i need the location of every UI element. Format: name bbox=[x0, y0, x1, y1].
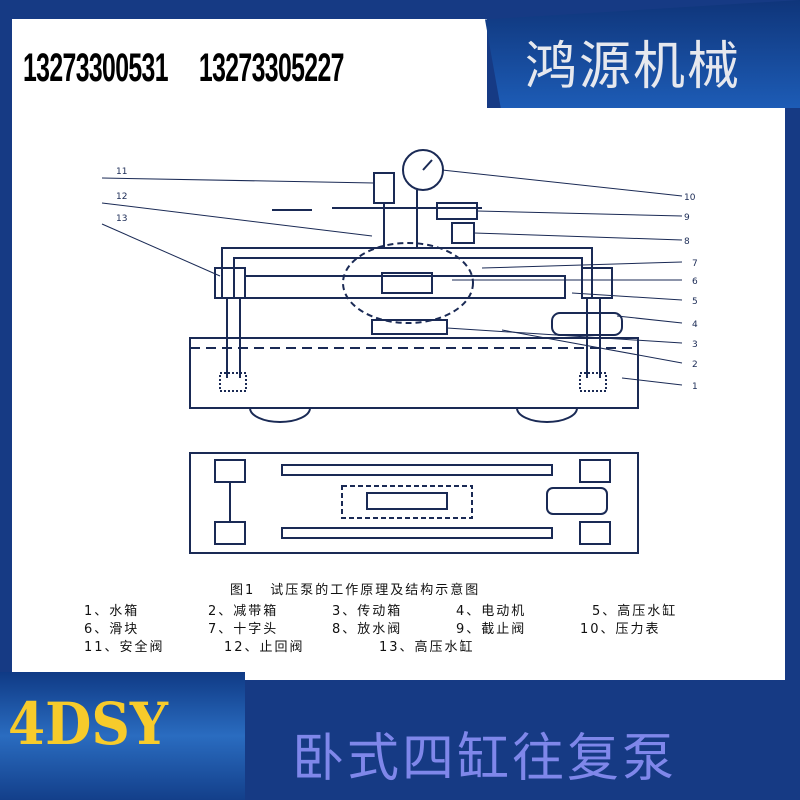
horizontal-cylinders bbox=[244, 275, 566, 299]
callout-12: 12 bbox=[116, 192, 127, 202]
callout-8: 8 bbox=[684, 237, 690, 247]
legend-item: 12、止回阀 bbox=[224, 640, 305, 655]
figure-caption: 图1 试压泵的工作原理及结构示意图 bbox=[230, 583, 481, 598]
callout-4: 4 bbox=[692, 320, 698, 330]
phone-numbers: 13273300531 13273305227 bbox=[23, 46, 375, 91]
phone-panel bbox=[12, 19, 487, 109]
crank-housing bbox=[342, 242, 474, 324]
right-cylinder-head bbox=[581, 267, 613, 299]
right-filter bbox=[579, 372, 607, 392]
callout-5: 5 bbox=[692, 297, 698, 307]
legend-item: 2、减带箱 bbox=[208, 604, 279, 619]
gearbox bbox=[371, 319, 448, 335]
plan-view bbox=[189, 452, 639, 554]
callout-7: 7 bbox=[692, 259, 698, 269]
drain-valve bbox=[451, 222, 475, 244]
model-number: 4DSY bbox=[8, 690, 169, 758]
callout-13: 13 bbox=[116, 214, 127, 224]
callout-9: 9 bbox=[684, 213, 690, 223]
legend-item: 6、滑块 bbox=[84, 622, 140, 637]
model-banner bbox=[0, 672, 245, 800]
legend-row-1: 1、水箱 2、减带箱 3、传动箱 4、电动机 5、高压水缸 bbox=[84, 600, 677, 619]
left-filter bbox=[219, 372, 247, 392]
crosshead bbox=[381, 272, 433, 294]
brand-name: 鸿源机械 bbox=[525, 37, 742, 97]
left-cylinder-head bbox=[214, 267, 246, 299]
legend-item: 1、水箱 bbox=[84, 604, 140, 619]
legend-item: 11、安全阀 bbox=[84, 640, 165, 655]
product-title: 卧式四缸往复泵 bbox=[292, 729, 678, 789]
phone-number-2: 13273305227 bbox=[198, 46, 345, 90]
legend-row-2: 6、滑块 7、十字头 8、放水阀 9、截止阀 10、压力表 bbox=[84, 618, 661, 637]
legend-item: 5、高压水缸 bbox=[592, 604, 678, 619]
legend-item: 9、截止阀 bbox=[456, 622, 527, 637]
callout-2: 2 bbox=[692, 360, 698, 370]
callout-1: 1 bbox=[692, 382, 698, 392]
title-banner bbox=[245, 705, 800, 800]
motor-plan bbox=[546, 487, 608, 515]
diagram-panel: 10 9 8 7 6 5 4 3 2 1 11 12 13 bbox=[12, 108, 785, 680]
callout-6: 6 bbox=[692, 277, 698, 287]
pump-structure-diagram: 10 9 8 7 6 5 4 3 2 1 11 12 13 bbox=[101, 149, 698, 554]
water-tank bbox=[189, 337, 639, 409]
stop-valve bbox=[436, 202, 478, 220]
callout-11: 11 bbox=[116, 167, 127, 177]
legend-item: 10、压力表 bbox=[580, 622, 661, 637]
legend-item: 13、高压水缸 bbox=[379, 640, 475, 655]
legend-item: 8、放水阀 bbox=[332, 622, 403, 637]
legend-row-3: 11、安全阀 12、止回阀 13、高压水缸 bbox=[84, 636, 475, 655]
legend-item: 3、传动箱 bbox=[332, 604, 403, 619]
legend-item: 7、十字头 bbox=[208, 622, 279, 637]
safety-valve bbox=[373, 172, 395, 204]
brand-banner bbox=[485, 0, 800, 108]
callout-3: 3 bbox=[692, 340, 698, 350]
callout-10: 10 bbox=[684, 193, 696, 203]
phone-number-1: 13273300531 bbox=[23, 46, 169, 90]
legend-item: 4、电动机 bbox=[456, 604, 527, 619]
